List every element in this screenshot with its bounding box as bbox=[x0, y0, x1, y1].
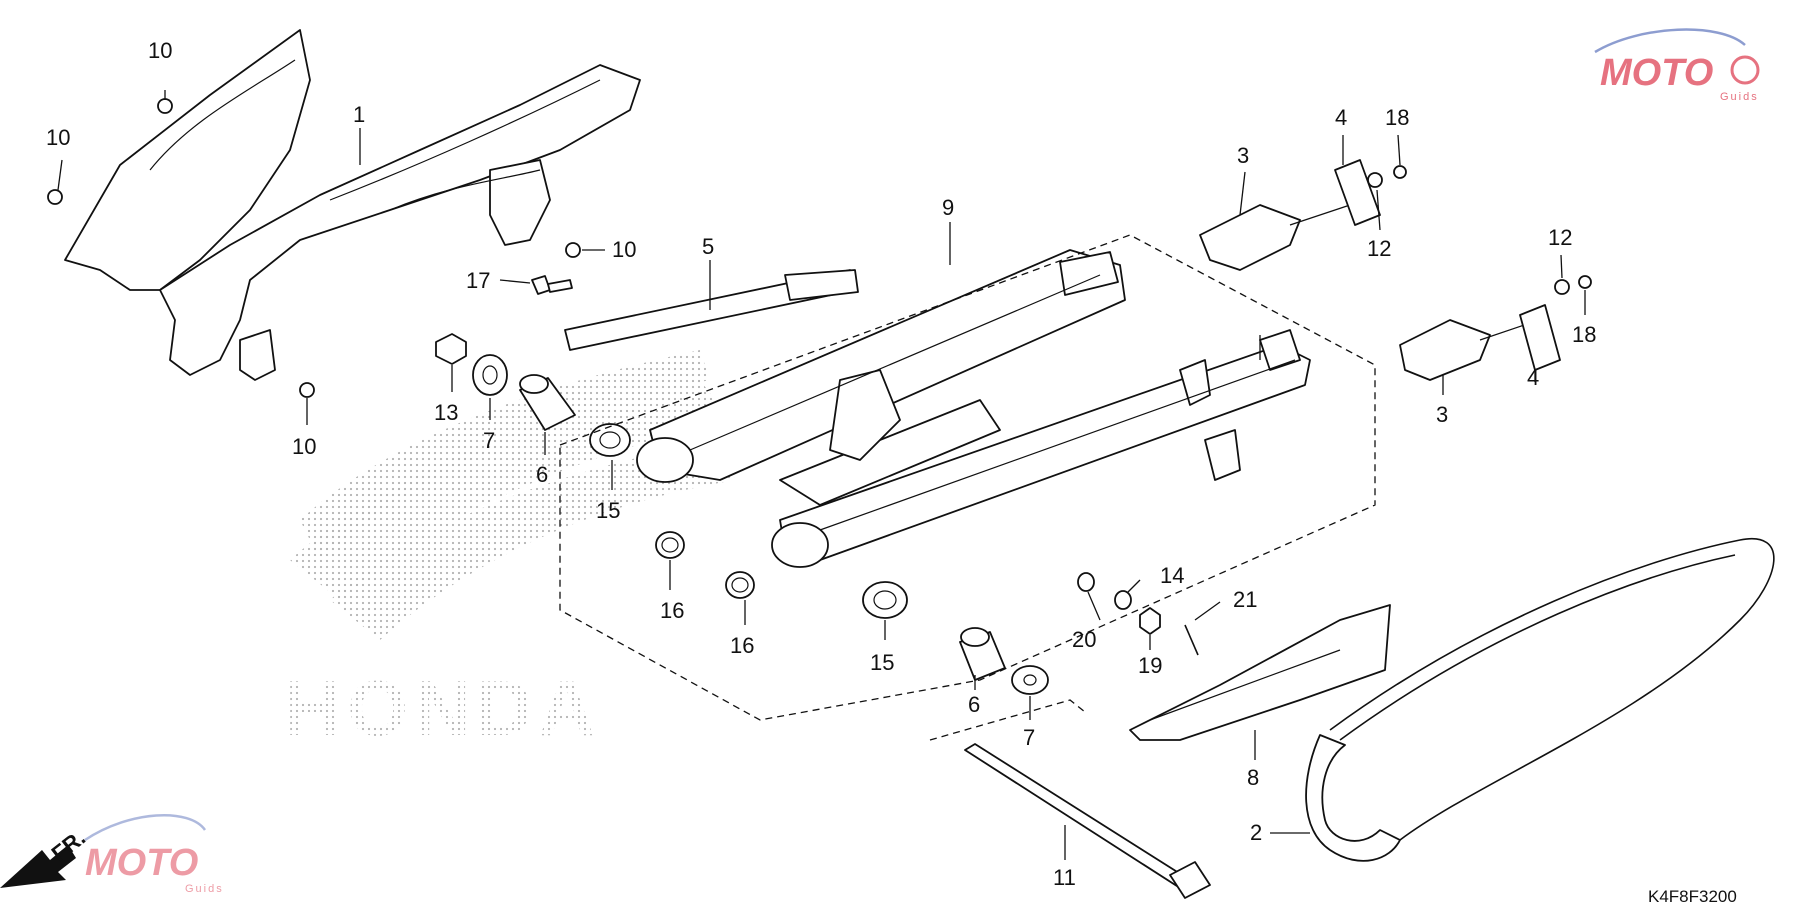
callout-12-lower: 12 bbox=[1548, 225, 1572, 250]
callout-16-left: 16 bbox=[660, 598, 684, 623]
moto-logo-top: MOTO Guids bbox=[1594, 28, 1760, 103]
bearing-part-15-left bbox=[589, 423, 631, 457]
callout-6-left: 6 bbox=[536, 462, 548, 487]
pivot-bolt-part-11 bbox=[964, 743, 1211, 899]
callout-18-lower: 18 bbox=[1572, 322, 1596, 347]
callout-11: 11 bbox=[1053, 865, 1076, 890]
nut-part-12-lower bbox=[1554, 279, 1570, 295]
adjuster-plate-part-4-lower bbox=[1519, 304, 1561, 371]
callout-10-top: 10 bbox=[148, 38, 172, 63]
bearing-part-15-right bbox=[862, 581, 908, 619]
svg-text:Guids: Guids bbox=[185, 883, 224, 895]
callout-4-lower: 4 bbox=[1527, 365, 1539, 390]
svg-text:Guids: Guids bbox=[1720, 91, 1759, 103]
callout-7-right: 7 bbox=[1023, 725, 1035, 750]
nut-part-18-lower bbox=[1578, 275, 1592, 289]
callout-4-upper: 4 bbox=[1335, 105, 1347, 130]
callout-13: 13 bbox=[434, 400, 458, 425]
bolt-part-10-left bbox=[47, 189, 63, 205]
callout-14: 14 bbox=[1160, 563, 1184, 588]
nut-part-19 bbox=[1139, 607, 1161, 635]
nut-part-12-upper bbox=[1367, 172, 1383, 188]
seal-part-16-right bbox=[725, 571, 755, 599]
rear-fender-hugger-part bbox=[64, 29, 641, 381]
callout-5: 5 bbox=[702, 234, 714, 259]
callout-labels: 1 10 10 10 10 5 9 17 13 7 6 15 16 16 15 … bbox=[46, 38, 1596, 890]
drive-chain-part-2 bbox=[1305, 537, 1775, 862]
diagram-code: K4F8F3200 bbox=[1648, 887, 1737, 906]
callout-16-right: 16 bbox=[730, 633, 754, 658]
callout-9: 9 bbox=[942, 195, 954, 220]
callout-15-right: 15 bbox=[870, 650, 894, 675]
collar-part-6-left bbox=[519, 374, 576, 431]
bolt-part-10-bottom bbox=[299, 382, 315, 398]
callout-3-upper: 3 bbox=[1237, 143, 1249, 168]
callout-20: 20 bbox=[1072, 627, 1096, 652]
bolt-part-10-top bbox=[157, 98, 173, 114]
svg-text:MOTO: MOTO bbox=[85, 842, 198, 884]
callout-1: 1 bbox=[353, 102, 365, 127]
washer-part-7-right bbox=[1011, 665, 1049, 695]
assembly-outline-lower bbox=[929, 699, 1086, 741]
callout-15-left: 15 bbox=[596, 498, 620, 523]
callout-21: 21 bbox=[1233, 587, 1257, 612]
assembly-outline bbox=[559, 234, 1376, 721]
chain-adjuster-part-3-upper bbox=[1199, 204, 1351, 271]
bolt-part-10-mid bbox=[565, 242, 581, 258]
callout-19: 19 bbox=[1138, 653, 1162, 678]
chain-slider-part-8 bbox=[1129, 604, 1391, 741]
honda-emblem-text: HONDA bbox=[285, 664, 601, 752]
seal-part-16-left bbox=[655, 531, 685, 559]
callout-2: 2 bbox=[1250, 820, 1262, 845]
cotter-pin-part-21 bbox=[1184, 624, 1199, 656]
swingarm-part bbox=[636, 249, 1311, 568]
callout-12-upper: 12 bbox=[1367, 236, 1391, 261]
stay-bar-part bbox=[564, 269, 859, 351]
callout-10-left: 10 bbox=[46, 125, 70, 150]
bolt-part-17 bbox=[531, 275, 573, 295]
callout-7-left: 7 bbox=[483, 428, 495, 453]
callout-17: 17 bbox=[466, 268, 490, 293]
callout-6-right: 6 bbox=[968, 692, 980, 717]
svg-text:MOTO: MOTO bbox=[1600, 52, 1713, 94]
washer-part-7-left bbox=[472, 354, 508, 396]
nut-part-18-upper bbox=[1393, 165, 1407, 179]
callout-18-upper: 18 bbox=[1385, 105, 1409, 130]
washer-part-20 bbox=[1077, 572, 1095, 592]
moto-logo-bottom: MOTO Guids bbox=[84, 814, 224, 895]
front-direction-arrow: FR. bbox=[0, 825, 90, 888]
leader-lines bbox=[57, 90, 1586, 860]
callout-8: 8 bbox=[1247, 765, 1259, 790]
adjuster-plate-part-4-upper bbox=[1334, 159, 1381, 226]
washer-part-14 bbox=[1114, 590, 1132, 610]
callout-10-bottom: 10 bbox=[292, 434, 316, 459]
collar-part-6-right bbox=[959, 627, 1006, 681]
nut-part-13 bbox=[435, 333, 467, 365]
callout-10-mid: 10 bbox=[612, 237, 636, 262]
callout-3-lower: 3 bbox=[1436, 402, 1448, 427]
